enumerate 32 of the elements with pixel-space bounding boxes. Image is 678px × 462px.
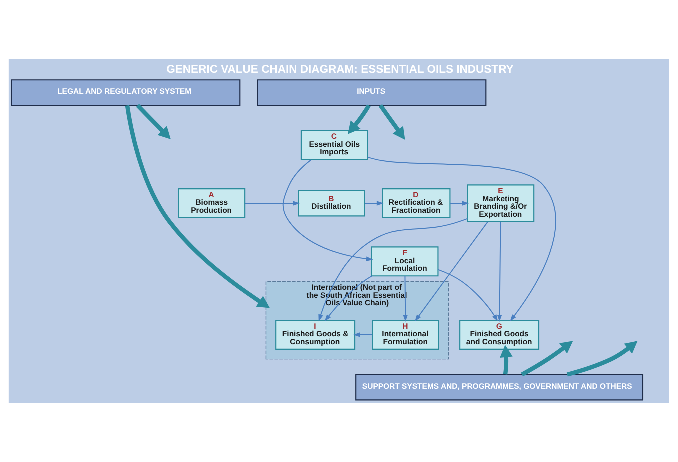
arrow (364, 201, 384, 206)
node-box: LEGAL AND REGULATORY SYSTEM (11, 80, 241, 106)
arrow (450, 201, 470, 206)
arrow (497, 222, 502, 322)
arrow (521, 341, 574, 377)
arrow (282, 159, 374, 262)
arrow (367, 156, 556, 322)
arrow (415, 222, 488, 322)
node-box: B Distillation (298, 190, 366, 217)
arrow (438, 269, 498, 322)
arrow (500, 345, 513, 375)
diagram-title: GENERIC VALUE CHAIN DIAGRAM: ESSENTIAL OILS INDUSTRY (166, 64, 514, 76)
node-box: G Finished Goods and Consumption (460, 320, 540, 350)
arrow (403, 276, 408, 322)
arrow (324, 276, 373, 322)
node-box: D Rectification & Fractionation (382, 188, 451, 218)
arrow (318, 218, 468, 322)
arrow (125, 105, 270, 308)
node-box: SUPPORT SYSTEMS AND, PROGRAMMES, GOVERNMENT AND OTHERS (356, 374, 644, 401)
arrow (354, 332, 373, 338)
arrow (566, 341, 638, 377)
arrow (378, 104, 406, 140)
node-box: F Local Formulation (371, 246, 439, 277)
node-box: C Essential Oils Imports (300, 130, 368, 160)
node-box: I Finished Goods & Consumption (276, 320, 356, 350)
node-box: INPUTS (257, 80, 487, 106)
node-box: A Biomass Production (178, 188, 246, 218)
node-box: E Marketing Branding &/Or Exportation (467, 184, 535, 222)
node-box: H International Formulation (372, 320, 440, 350)
arrow (348, 104, 371, 134)
arrow (244, 201, 300, 206)
arrow (136, 104, 171, 140)
